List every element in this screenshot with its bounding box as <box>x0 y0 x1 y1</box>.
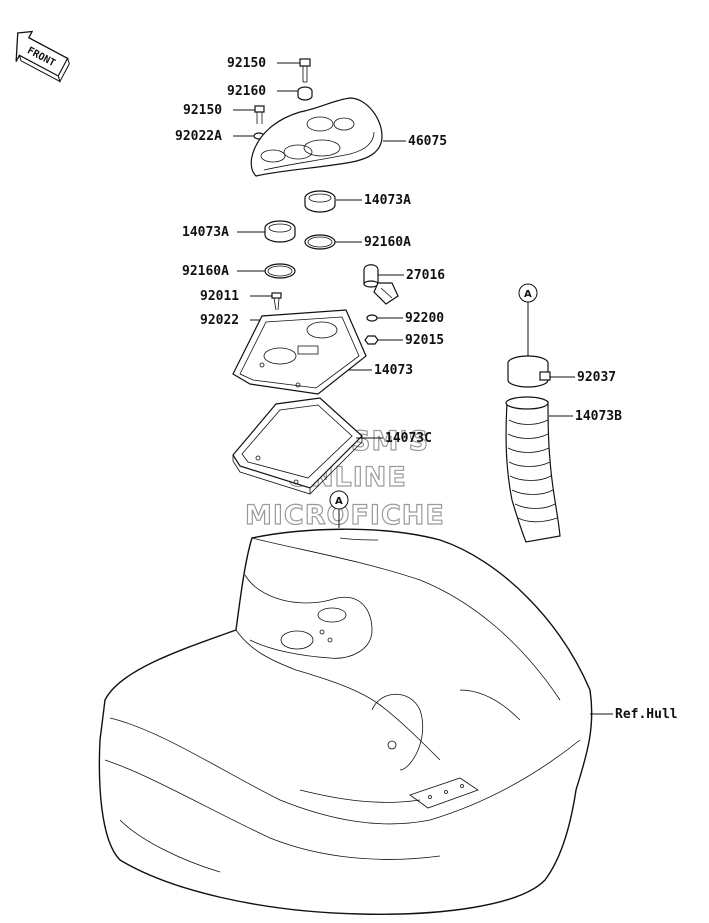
label-92160A-left: 92160A <box>182 264 229 279</box>
airbox-lid-14073 <box>232 309 367 395</box>
label-46075: 46075 <box>408 134 447 149</box>
label-92022: 92022 <box>200 313 239 328</box>
oring-92160A-right <box>304 234 336 250</box>
ref-circle-bottom-icon: A <box>329 490 349 528</box>
ref-circle-right-icon: A <box>518 283 538 356</box>
ref-a-right: A <box>524 289 532 300</box>
label-27016: 27016 <box>406 268 445 283</box>
bolt-92150-top <box>299 58 311 83</box>
label-92037: 92037 <box>577 370 616 385</box>
nut-92015 <box>364 335 379 345</box>
cover-46075 <box>250 97 383 177</box>
label-14073B: 14073B <box>575 409 622 424</box>
clamp-92037 <box>507 355 551 388</box>
part-labels: 92150 92160 92150 92022A 46075 14073A 14… <box>175 56 678 722</box>
valve-27016 <box>363 264 399 305</box>
ref-a-bottom: A <box>335 496 343 507</box>
bolt-92150-mid <box>254 105 265 124</box>
hull <box>98 528 593 915</box>
ring-14073A-left <box>264 220 296 243</box>
screw-92011 <box>271 292 282 311</box>
ring-14073A-right <box>304 190 336 213</box>
watermark-line-3: MICROFICHE <box>245 500 445 531</box>
front-arrow-icon: FRONT <box>15 30 70 83</box>
label-92015: 92015 <box>405 333 444 348</box>
label-92150-top: 92150 <box>227 56 266 71</box>
label-92160A-right: 92160A <box>364 235 411 250</box>
oring-92160A-left <box>264 263 296 279</box>
label-ref-hull: Ref.Hull <box>615 707 678 722</box>
washer-92200 <box>366 314 378 322</box>
label-92011: 92011 <box>200 289 239 304</box>
tray-14073C <box>232 397 363 495</box>
collar-92160 <box>297 86 313 101</box>
duct-14073B <box>505 396 561 543</box>
label-14073A-left: 14073A <box>182 225 229 240</box>
label-92150-mid: 92150 <box>183 103 222 118</box>
label-92200: 92200 <box>405 311 444 326</box>
label-14073: 14073 <box>374 363 413 378</box>
label-14073A-right: 14073A <box>364 193 411 208</box>
label-92022A: 92022A <box>175 129 222 144</box>
label-14073C: 14073C <box>385 431 432 446</box>
label-92160: 92160 <box>227 84 266 99</box>
